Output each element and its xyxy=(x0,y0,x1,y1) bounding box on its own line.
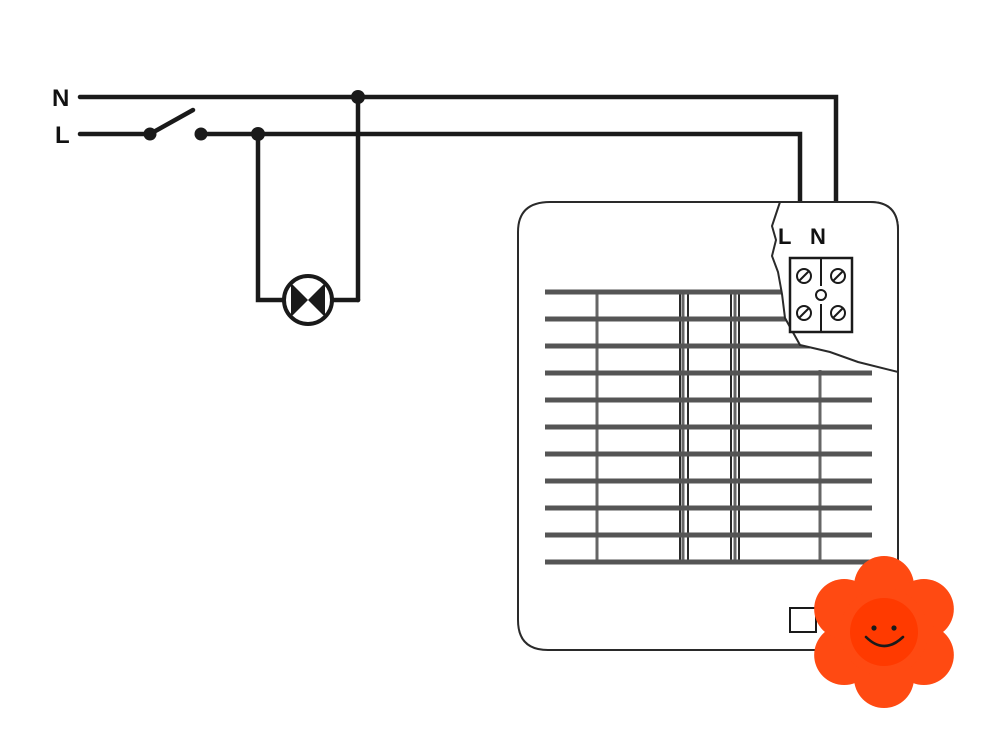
neutral-wire xyxy=(77,90,839,303)
live-junction-dot xyxy=(251,127,265,141)
flower-right-eye xyxy=(891,625,897,631)
fan-terminal-neutral-label: N xyxy=(810,224,826,249)
live-label: L xyxy=(55,122,70,149)
single-pole-switch-icon xyxy=(143,107,208,141)
live-wire xyxy=(77,127,803,303)
flower-center xyxy=(850,598,918,666)
flower-smile xyxy=(864,635,905,648)
fan-grille xyxy=(545,289,872,565)
neutral-junction-dot xyxy=(351,90,365,104)
fan-terminal-live-label: L xyxy=(778,224,791,249)
smiley-flower-icon xyxy=(814,556,954,708)
flower-left-eye xyxy=(871,625,877,631)
fan-indicator-square xyxy=(789,607,817,633)
terminal-block xyxy=(788,256,854,334)
neutral-label: N xyxy=(52,85,69,112)
lamp-icon xyxy=(282,274,334,326)
